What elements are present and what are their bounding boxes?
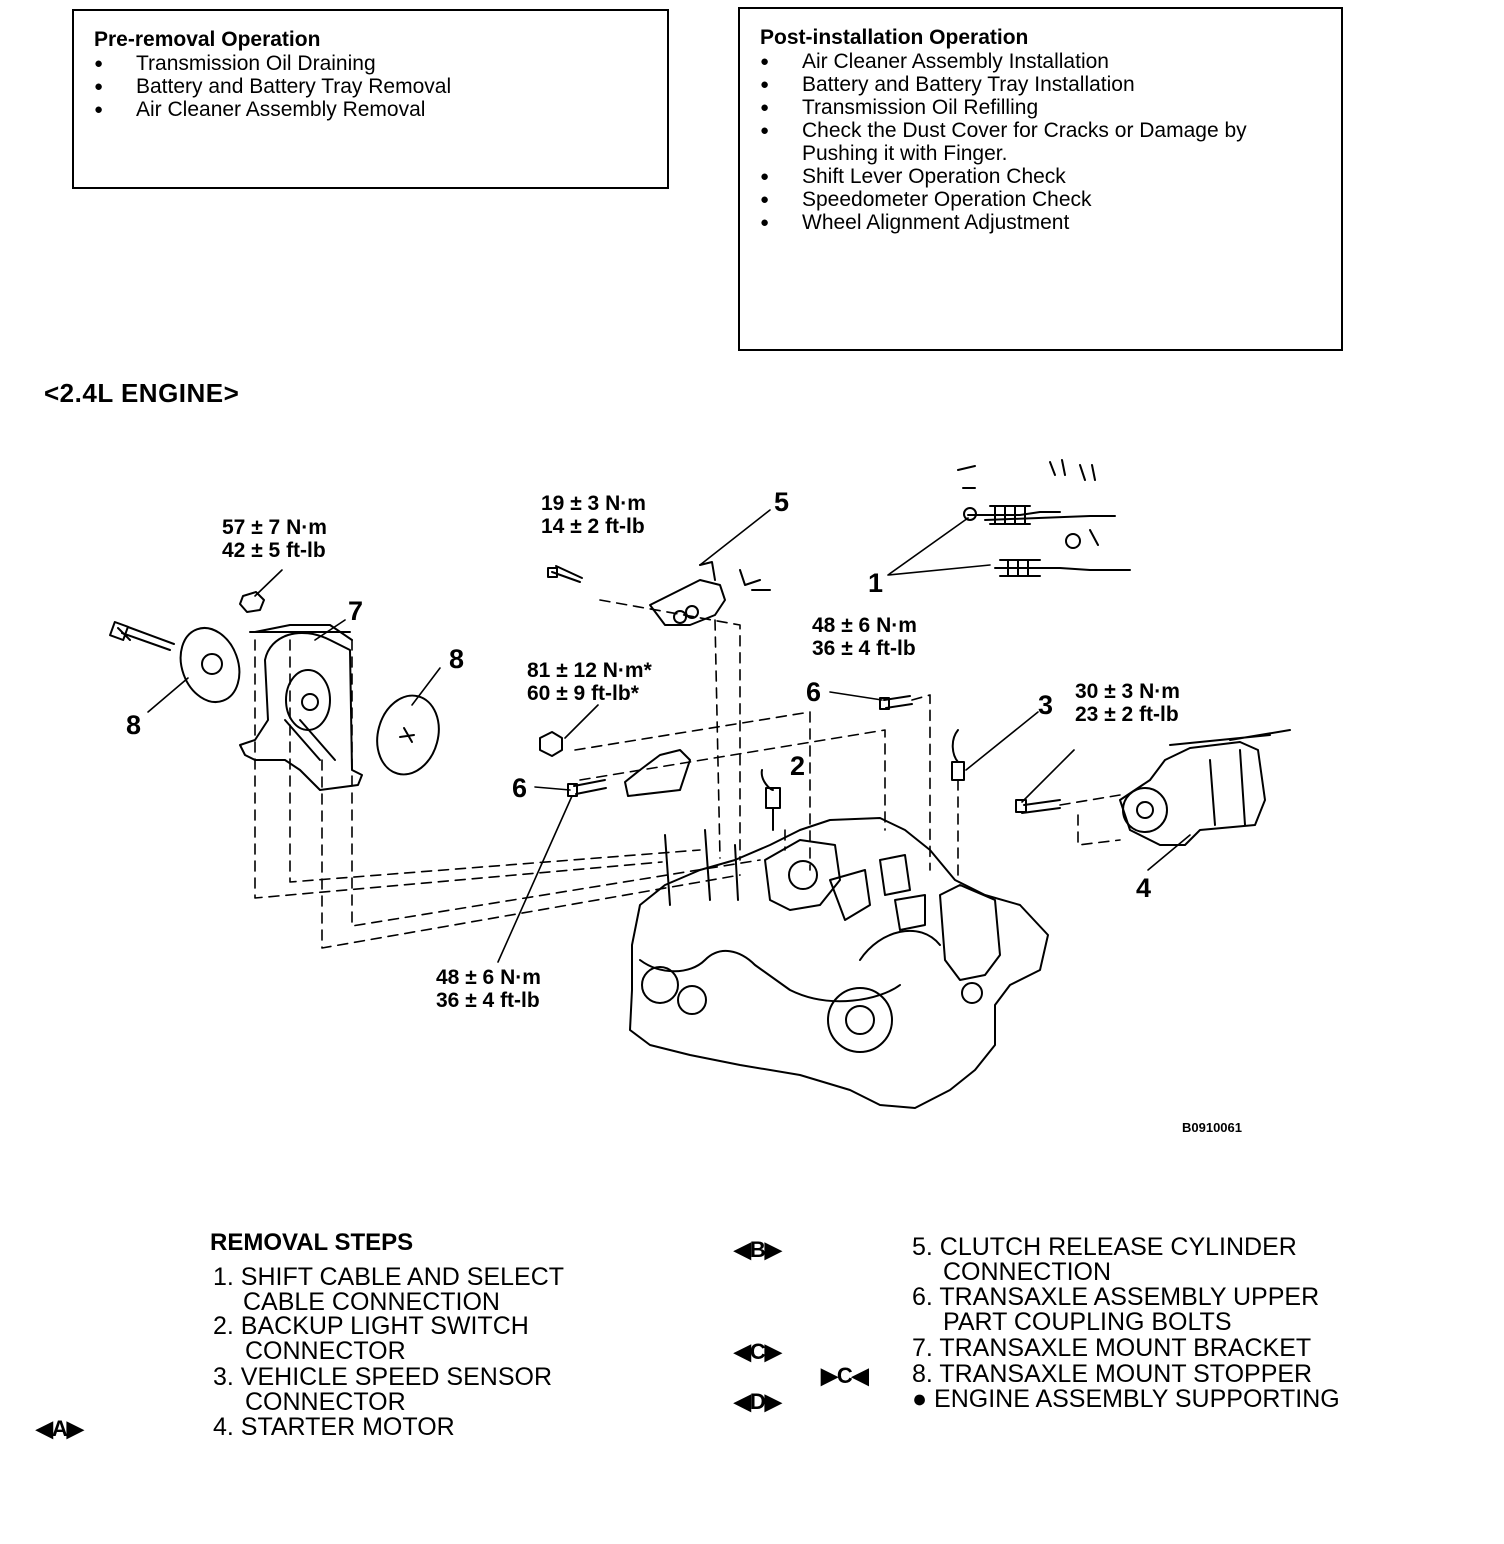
step-6: 6. TRANSAXLE ASSEMBLY UPPER xyxy=(912,1283,1320,1311)
torque-label: 36 ± 4 ft-lb xyxy=(812,637,916,660)
torque-label: 23 ± 2 ft-lb xyxy=(1075,703,1179,726)
nut xyxy=(539,731,563,757)
torque-label: 60 ± 9 ft-lb* xyxy=(527,682,640,705)
torque-label: 19 ± 3 N·m xyxy=(541,492,646,515)
list-item: Battery and Battery Tray Installation xyxy=(760,73,1321,96)
torque-label: 81 ± 12 N·m* xyxy=(527,659,653,682)
post-installation-list: Air Cleaner Assembly Installation Batter… xyxy=(760,50,1321,234)
torque-label: 14 ± 2 ft-lb xyxy=(541,515,645,538)
step-6-cont: PART COUPLING BOLTS xyxy=(943,1308,1232,1336)
transaxle-body xyxy=(629,817,1049,1109)
step-8: 8. TRANSAXLE MOUNT STOPPER xyxy=(912,1360,1313,1388)
engine-title: <2.4L ENGINE> xyxy=(44,378,240,408)
bracket xyxy=(624,749,691,797)
step-3: 3. VEHICLE SPEED SENSOR xyxy=(213,1363,553,1391)
torque-label: 42 ± 5 ft-lb xyxy=(222,539,326,562)
torque-label: 48 ± 6 N·m xyxy=(812,614,917,637)
bolt xyxy=(1021,799,1061,814)
list-item: Shift Lever Operation Check xyxy=(760,165,1321,188)
pre-removal-box: Pre-removal Operation Transmission Oil D… xyxy=(72,9,669,189)
post-installation-box: Post-installation Operation Air Cleaner … xyxy=(738,7,1343,351)
removal-steps-header: REMOVAL STEPS xyxy=(210,1229,414,1256)
list-item: Air Cleaner Assembly Removal xyxy=(94,98,647,121)
marker-c: ◀C▶ xyxy=(734,1339,782,1364)
list-item: Check the Dust Cover for Cracks or Damag… xyxy=(760,119,1321,165)
list-item: Speedometer Operation Check xyxy=(760,188,1321,211)
long-bolt xyxy=(117,626,175,651)
step-1-cont: CABLE CONNECTION xyxy=(243,1288,500,1316)
step-engine-support: ● ENGINE ASSEMBLY SUPPORTING xyxy=(912,1385,1340,1413)
step-2-cont: CONNECTOR xyxy=(245,1337,406,1365)
callout-2: 2 xyxy=(790,751,805,781)
clutch-release-cylinder xyxy=(649,579,726,626)
marker-c-install: ▶C◀ xyxy=(821,1363,869,1388)
callout-3: 3 xyxy=(1038,690,1053,720)
post-installation-title: Post-installation Operation xyxy=(760,26,1029,49)
step-4: 4. STARTER MOTOR xyxy=(213,1413,455,1441)
marker-a: ◀A▶ xyxy=(36,1416,84,1441)
step-5: 5. CLUTCH RELEASE CYLINDER xyxy=(912,1233,1297,1261)
marker-b: ◀B▶ xyxy=(734,1237,782,1262)
mount-stopper-left xyxy=(179,627,241,703)
pre-removal-list: Transmission Oil Draining Battery and Ba… xyxy=(94,52,647,121)
callout-8: 8 xyxy=(126,710,141,740)
list-item: Transmission Oil Refilling xyxy=(760,96,1321,119)
torque-label: 30 ± 3 N·m xyxy=(1075,680,1180,703)
step-2: 2. BACKUP LIGHT SWITCH xyxy=(213,1312,529,1340)
list-item: Air Cleaner Assembly Installation xyxy=(760,50,1321,73)
transaxle-mount-bracket xyxy=(239,631,363,791)
step-3-cont: CONNECTOR xyxy=(245,1388,406,1416)
torque-label: 48 ± 6 N·m xyxy=(436,966,541,989)
callout-1: 1 xyxy=(868,568,883,598)
starter-motor xyxy=(1119,741,1266,846)
step-5-cont: CONNECTION xyxy=(943,1258,1112,1286)
callout-8: 8 xyxy=(449,644,464,674)
pre-removal-title: Pre-removal Operation xyxy=(94,28,321,51)
callout-7: 7 xyxy=(348,596,363,626)
bracket-nut xyxy=(239,591,265,613)
callout-4: 4 xyxy=(1136,873,1151,903)
callout-5: 5 xyxy=(774,487,789,517)
figure-id: B0910061 xyxy=(1182,1120,1242,1135)
list-item: Transmission Oil Draining xyxy=(94,52,647,75)
torque-label: 36 ± 4 ft-lb xyxy=(436,989,540,1012)
marker-d: ◀D▶ xyxy=(734,1389,782,1414)
bolt xyxy=(573,779,607,795)
callout-6: 6 xyxy=(806,677,821,707)
list-item: Wheel Alignment Adjustment xyxy=(760,211,1321,234)
step-7: 7. TRANSAXLE MOUNT BRACKET xyxy=(912,1334,1312,1362)
torque-label: 57 ± 7 N·m xyxy=(222,516,327,539)
callout-6: 6 xyxy=(512,773,527,803)
step-1: 1. SHIFT CABLE AND SELECT xyxy=(213,1263,565,1291)
list-item: Battery and Battery Tray Removal xyxy=(94,75,647,98)
output-flange xyxy=(827,987,893,1053)
